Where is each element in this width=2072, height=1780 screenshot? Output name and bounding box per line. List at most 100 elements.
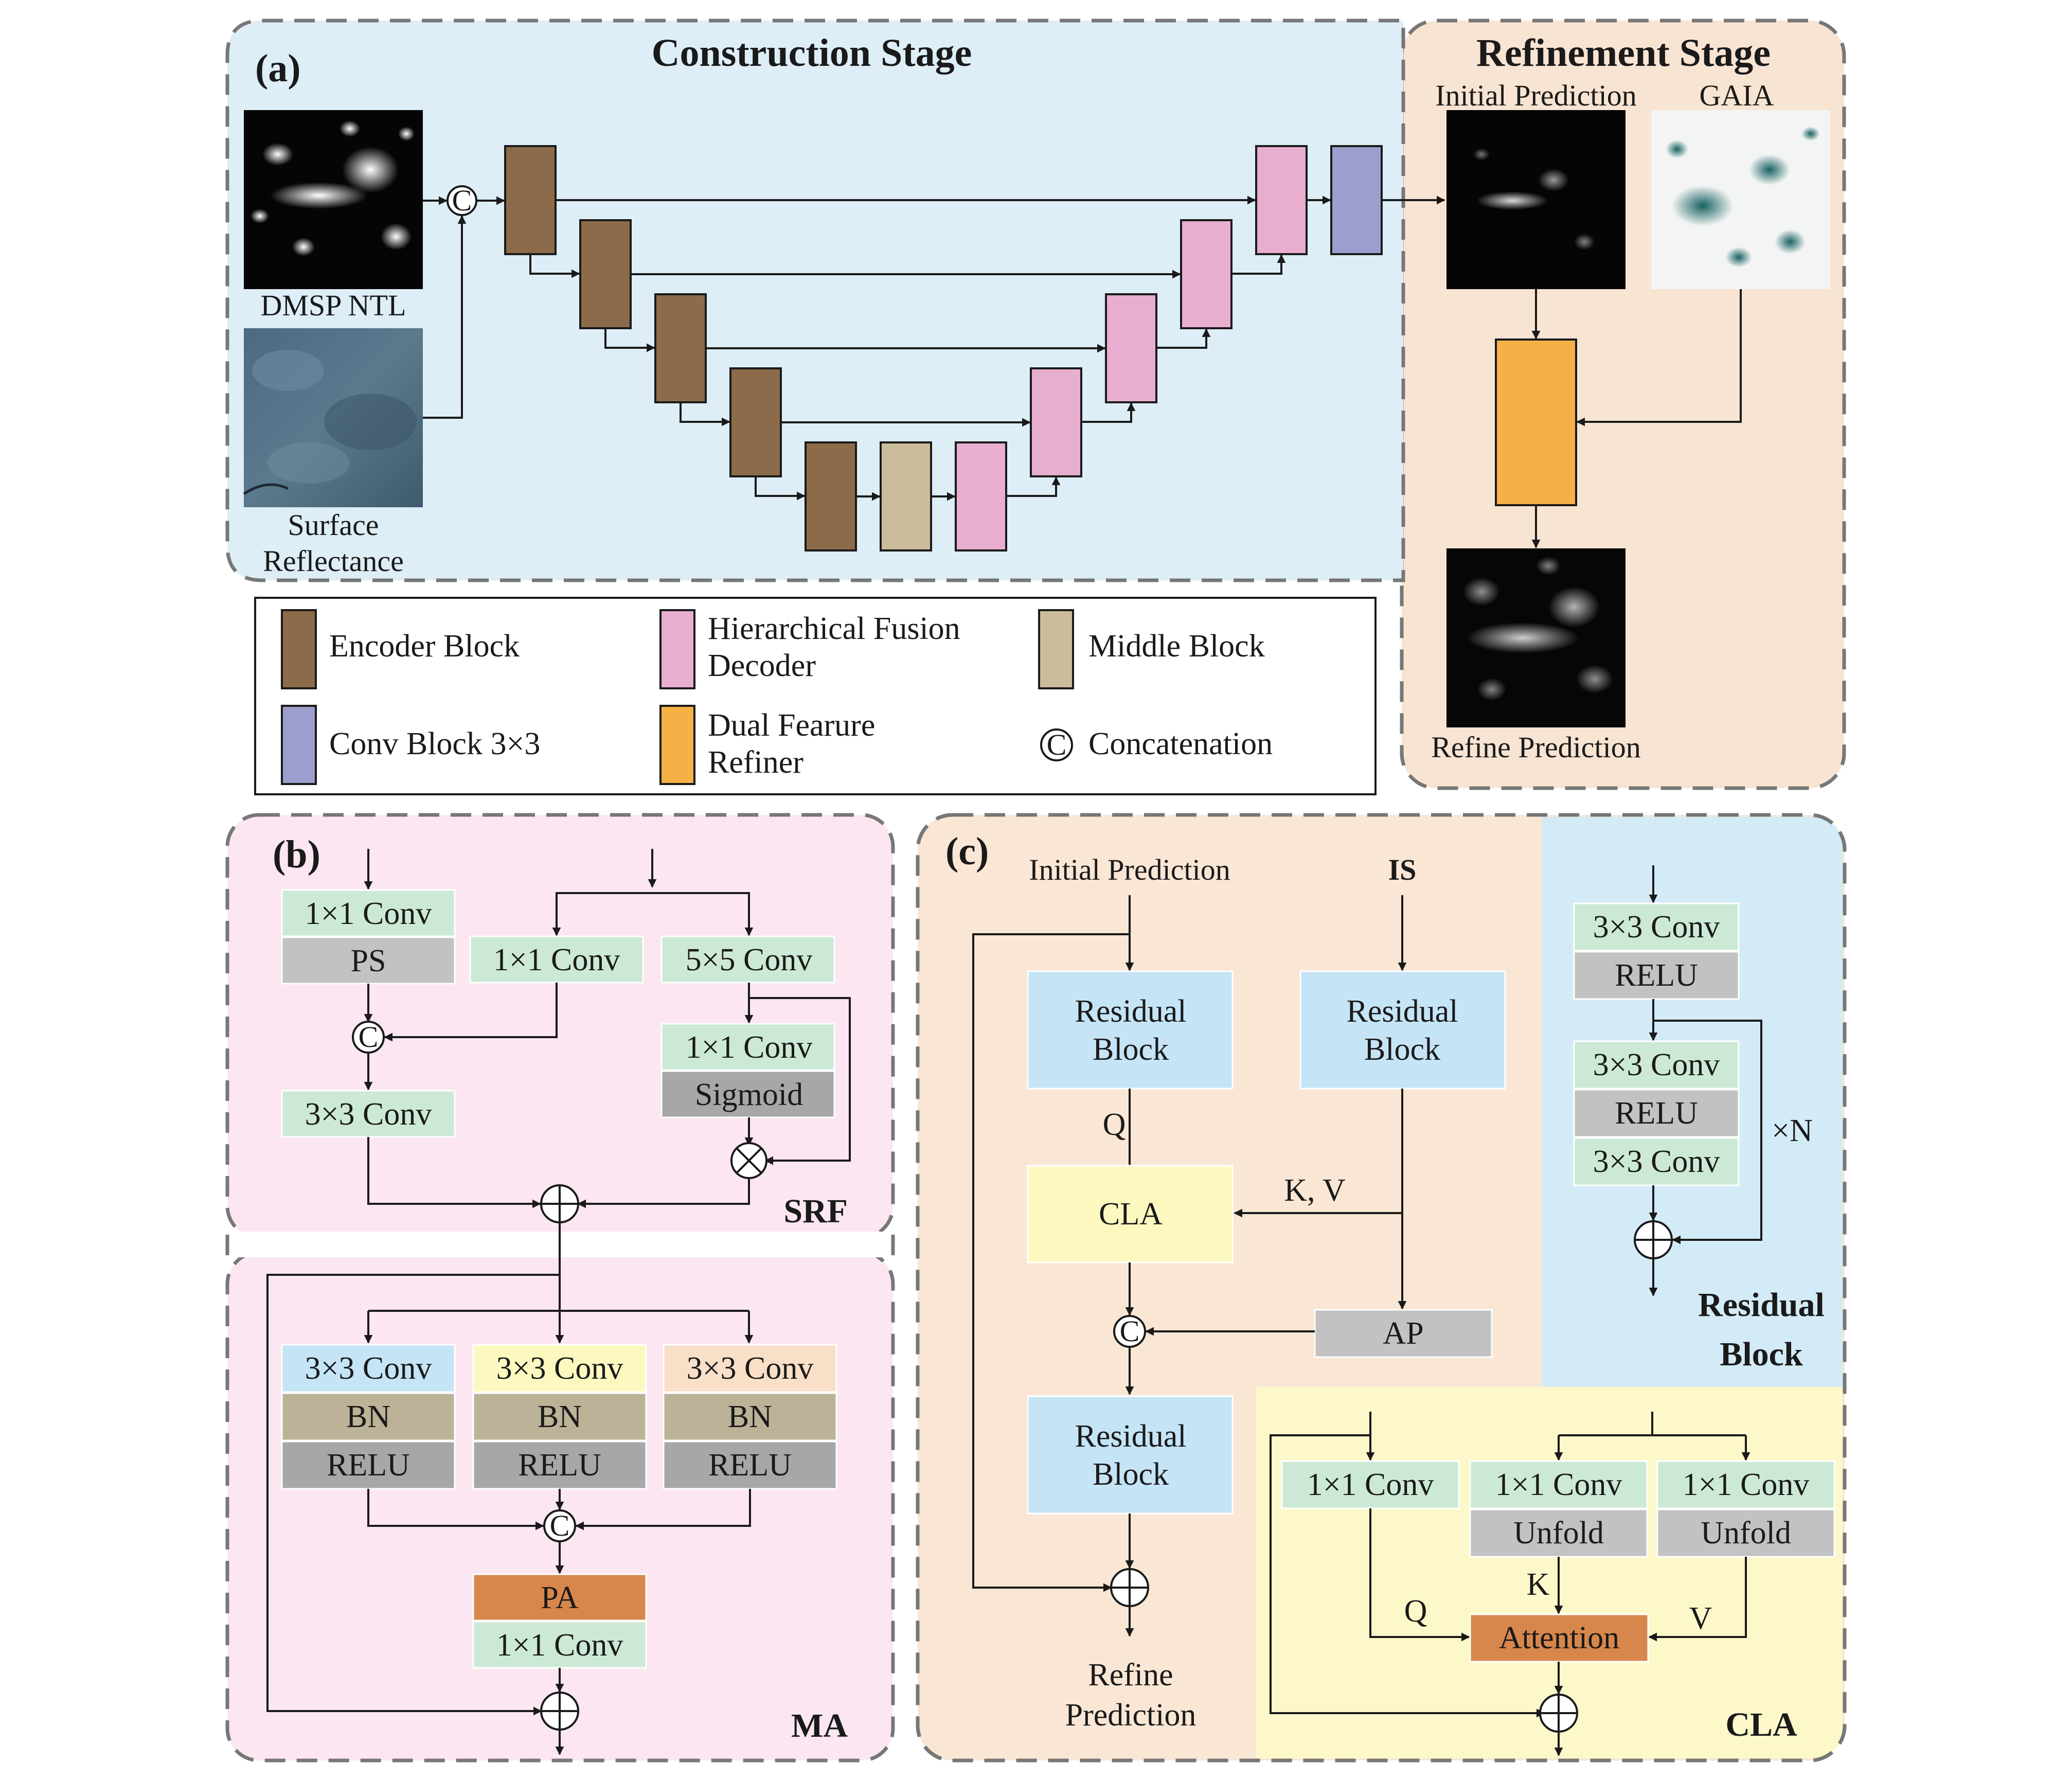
svg-text:3×3 Conv: 3×3 Conv	[496, 1351, 623, 1386]
residual-block-out	[1027, 1395, 1234, 1515]
residual-detail-title-1: Residual	[1698, 1286, 1825, 1324]
legend-middle: Middle Block	[1088, 629, 1265, 664]
encoder-block-2	[579, 219, 632, 329]
svg-text:CLA: CLA	[1099, 1197, 1163, 1232]
refine-prediction-image	[1446, 548, 1626, 727]
cla-detail-title: CLA	[1725, 1706, 1797, 1743]
svg-text:AP: AP	[1383, 1316, 1423, 1351]
encoder-block-3	[654, 293, 707, 403]
svg-text:Residual: Residual	[1075, 994, 1187, 1029]
panel-c-add	[1110, 1568, 1149, 1607]
residual-detail-title-2: Block	[1720, 1336, 1803, 1373]
cla-attention	[1469, 1613, 1649, 1663]
svg-text:1×1 Conv: 1×1 Conv	[1495, 1467, 1622, 1502]
srf-ps	[281, 936, 456, 985]
svg-text:RELU: RELU	[708, 1448, 792, 1483]
svg-text:1×1 Conv: 1×1 Conv	[1307, 1467, 1434, 1502]
cla-conv-k	[1469, 1460, 1648, 1509]
conv-block-3x3	[1330, 145, 1383, 255]
svg-text:5×5 Conv: 5×5 Conv	[686, 942, 813, 977]
ma-conv1x1	[472, 1621, 647, 1669]
svg-text:RELU: RELU	[518, 1448, 601, 1483]
res-relu-b	[1573, 1089, 1740, 1138]
svg-text:3×3 Conv: 3×3 Conv	[1593, 910, 1720, 945]
cla-q-label: Q	[1404, 1594, 1427, 1629]
cla-unfold-v	[1656, 1508, 1835, 1558]
svg-text:C: C	[1047, 728, 1067, 761]
panel-b: (b) 1×1 Conv PS C 3×3 Conv 1×1 Conv 5×5 …	[225, 813, 895, 1763]
decoder-block-3	[1105, 293, 1157, 403]
decoder-block-5	[1255, 145, 1308, 255]
svg-text:Attention: Attention	[1499, 1621, 1619, 1656]
legend-concat: Concatenation	[1088, 726, 1273, 761]
ma-branch3-conv	[663, 1344, 837, 1393]
panel-c-tag: (c)	[945, 830, 989, 873]
panel-c: (c) Initial Prediction IS Residual Block…	[916, 813, 1847, 1763]
cla-v-label: V	[1689, 1601, 1712, 1636]
svg-text:1×1 Conv: 1×1 Conv	[1683, 1467, 1810, 1502]
residual-block-is	[1299, 970, 1506, 1090]
svg-text:Block: Block	[1093, 1032, 1169, 1067]
legend-concat-symbol	[1040, 728, 1073, 761]
is-label: IS	[1388, 853, 1417, 886]
surface-label-line1: Surface	[288, 508, 379, 542]
legend-refiner-line2: Refiner	[708, 745, 803, 780]
res-relu-a	[1573, 951, 1740, 1000]
svg-text:3×3 Conv: 3×3 Conv	[1593, 1144, 1720, 1179]
panel-a: (a) Construction Stage Refinement Stage …	[225, 19, 1846, 790]
svg-text:Unfold: Unfold	[1513, 1516, 1604, 1551]
surface-label-line2: Reflectance	[263, 544, 404, 578]
legend: Encoder Block Hierarchical Fusion Decode…	[254, 597, 1377, 795]
svg-text:PA: PA	[541, 1580, 579, 1615]
panel-a-tag: (a)	[255, 47, 301, 90]
svg-text:1×1 Conv: 1×1 Conv	[496, 1628, 623, 1663]
legend-encoder: Encoder Block	[329, 629, 520, 664]
svg-text:3×3 Conv: 3×3 Conv	[687, 1351, 814, 1386]
decoder-block-4	[1180, 219, 1233, 329]
decoder-block-1	[955, 441, 1007, 551]
legend-refiner-line1: Dual Fearure	[708, 708, 875, 743]
svg-text:1×1 Conv: 1×1 Conv	[686, 1030, 813, 1065]
gaia-label: GAIA	[1700, 79, 1774, 112]
initial-prediction-image	[1446, 110, 1626, 289]
srf-sigmoid	[660, 1070, 835, 1118]
svg-text:C: C	[550, 1509, 570, 1542]
legend-decoder-line2: Decoder	[708, 648, 816, 683]
srf-conv5x5	[660, 935, 835, 984]
svg-text:RELU: RELU	[1615, 958, 1698, 993]
cla-conv-q	[1281, 1460, 1460, 1509]
svg-text:C: C	[1120, 1314, 1140, 1348]
ma-branch3-bn	[663, 1392, 837, 1441]
refine-output-line2: Prediction	[1065, 1698, 1196, 1733]
repeat-n-label: ×N	[1772, 1113, 1813, 1148]
svg-text:Block: Block	[1093, 1457, 1169, 1492]
legend-conv3: Conv Block 3×3	[329, 726, 540, 761]
ma-branch2-bn	[472, 1392, 647, 1441]
cla-conv-v	[1656, 1460, 1835, 1509]
encoder-block-4	[729, 367, 782, 477]
svg-text:3×3 Conv: 3×3 Conv	[305, 1351, 432, 1386]
refinement-stage-title: Refinement Stage	[1476, 31, 1771, 75]
residual-block-q	[1027, 970, 1234, 1090]
refine-output-line1: Refine	[1088, 1658, 1173, 1693]
svg-text:1×1 Conv: 1×1 Conv	[493, 942, 620, 977]
ma-branch1-conv	[281, 1344, 456, 1393]
res-conv-b	[1573, 1040, 1740, 1090]
encoder-block-1	[504, 145, 557, 255]
ma-pa	[472, 1573, 647, 1622]
ma-branch3-relu	[663, 1440, 837, 1490]
kv-label: K, V	[1284, 1173, 1346, 1208]
encoder-block-5	[805, 441, 857, 551]
cla-add	[1539, 1694, 1578, 1733]
svg-text:Residual: Residual	[1075, 1419, 1187, 1454]
res-conv-c	[1573, 1137, 1740, 1186]
svg-text:3×3 Conv: 3×3 Conv	[305, 1097, 432, 1132]
svg-text:Sigmoid: Sigmoid	[695, 1077, 803, 1112]
legend-box	[254, 597, 1377, 795]
q-label: Q	[1103, 1107, 1126, 1142]
svg-text:3×3 Conv: 3×3 Conv	[1593, 1047, 1720, 1082]
srf-conv1x1-a	[281, 889, 456, 937]
svg-text:BN: BN	[538, 1399, 582, 1434]
middle-block	[880, 441, 932, 551]
